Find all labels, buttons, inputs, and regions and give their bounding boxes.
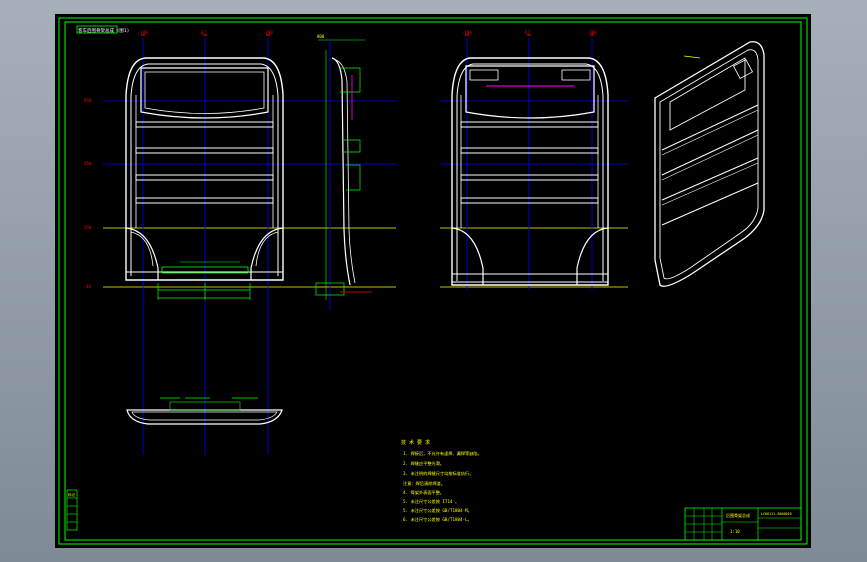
dim-label-row3: 350 <box>84 225 92 230</box>
dim-label-row4: 40 <box>86 284 91 289</box>
drawing-number: LCK6121-5600010 <box>761 512 792 516</box>
note-item: 4. 骨架外表面平整。 <box>403 489 444 496</box>
note-item: 注意：焊后清除焊渣。 <box>403 480 445 487</box>
dim-label-top-mid: 67 <box>201 30 206 35</box>
note-item: 5. 未注尺寸公差按 IT14 。 <box>403 498 459 505</box>
drawing-scale: 1:10 <box>730 529 740 534</box>
plan-view <box>126 397 283 425</box>
dim-label-top-left-2: -100 <box>462 30 472 35</box>
dim-label-top-right: -200 <box>263 30 273 35</box>
note-item: 6. 未注尺寸公差按 GB/T1804-L。 <box>403 516 472 523</box>
dim-label-top-left: -100 <box>138 30 148 35</box>
dim-label-top-right-2: -200 <box>587 30 597 35</box>
dim-label-side-top: 800 <box>317 34 325 39</box>
outer-border <box>58 17 808 545</box>
notes-heading: 技 术 要 求 <box>401 439 430 446</box>
rear-frame-view-2: -100 67 -200 <box>440 30 628 290</box>
note-item: 5. 未注尺寸公差按 GB/T1804-M。 <box>403 507 472 514</box>
revision-label: 标记 <box>68 492 75 497</box>
revision-table: 标记 <box>66 489 78 531</box>
inner-border <box>64 21 802 541</box>
dim-label-row2: 560 <box>84 161 92 166</box>
title-block: 后围骨架总成 LCK6121-5600010 1:10 <box>684 507 802 541</box>
note-item: 1. 焊接后，不允许有虚焊、漏焊等缺陷。 <box>403 450 482 457</box>
side-section-view: 800 <box>315 34 372 310</box>
isometric-view <box>654 41 765 287</box>
part-name: 后围骨架总成 <box>726 512 750 518</box>
dim-label-top-mid-2: 67 <box>525 30 530 35</box>
dim-label-row1: 950 <box>84 98 92 103</box>
rear-frame-view-1: -100 67 -200 950 560 350 40 <box>84 30 396 455</box>
drawing-sheet <box>55 14 811 548</box>
note-item: 3. 未注明的焊缝尺寸均按标准执行。 <box>403 470 473 477</box>
title-tag: 客车后围骨架总成 (图1) <box>76 25 129 34</box>
technical-notes: 技 术 要 求 1. 焊接后，不允许有虚焊、漏焊等缺陷。 2. 焊缝应平整光滑。… <box>401 439 482 523</box>
title-tag-text: 客车后围骨架总成 (图1) <box>78 27 129 34</box>
note-item: 2. 焊缝应平整光滑。 <box>403 460 444 467</box>
